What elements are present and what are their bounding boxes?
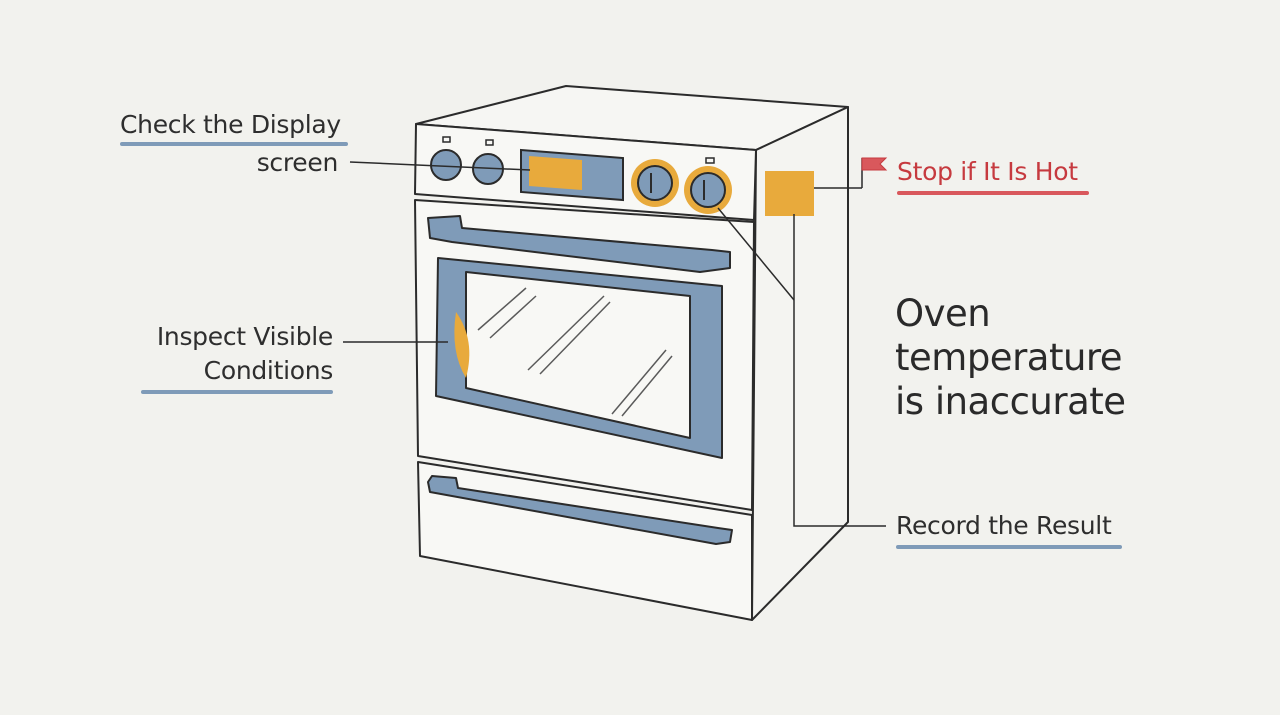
callout-stop-label: Stop if It Is Hot: [897, 157, 1078, 186]
door-handle: [427, 215, 731, 273]
callout-inspect-line1: Inspect Visible: [156, 322, 333, 351]
callout-stop-underline: [897, 191, 1089, 195]
knob-right-2: [690, 172, 726, 208]
leader-knob: [717, 207, 795, 301]
callout-display-line1: Check the Display: [120, 110, 341, 139]
callout-record-label: Record the Result: [896, 511, 1112, 540]
door-edge-highlight: [454, 312, 470, 378]
callout-inspect-underline: [141, 390, 333, 394]
problem-line3: is inaccurate: [895, 380, 1126, 423]
indicator-light: [705, 157, 715, 164]
display-highlight: [529, 156, 582, 190]
knob-right-1: [637, 165, 673, 201]
knob-left-1: [430, 149, 462, 181]
callout-check-display: Check the Display screen: [120, 108, 348, 180]
problem-line1: Oven: [895, 292, 991, 335]
callout-display-underline: [120, 142, 348, 146]
side-highlight-panel: [765, 171, 814, 216]
leader-record: [793, 214, 886, 527]
indicator-light: [485, 139, 494, 146]
callout-record-underline: [896, 545, 1122, 549]
indicator-light: [442, 136, 451, 143]
leader-display: [349, 161, 531, 171]
drawer-handle: [427, 475, 733, 545]
callout-stop-if-hot: Stop if It Is Hot: [897, 155, 1089, 195]
problem-statement: Oven temperature is inaccurate: [895, 292, 1195, 424]
problem-line2: temperature: [895, 336, 1123, 379]
oven-side-panel: [751, 106, 849, 621]
callout-record-result: Record the Result: [896, 509, 1122, 549]
callout-inspect-line2: Conditions: [203, 356, 334, 385]
callout-inspect-conditions: Inspect Visible Conditions: [139, 320, 333, 394]
red-flag-icon: [861, 157, 888, 188]
callout-display-line2: screen: [256, 148, 339, 177]
